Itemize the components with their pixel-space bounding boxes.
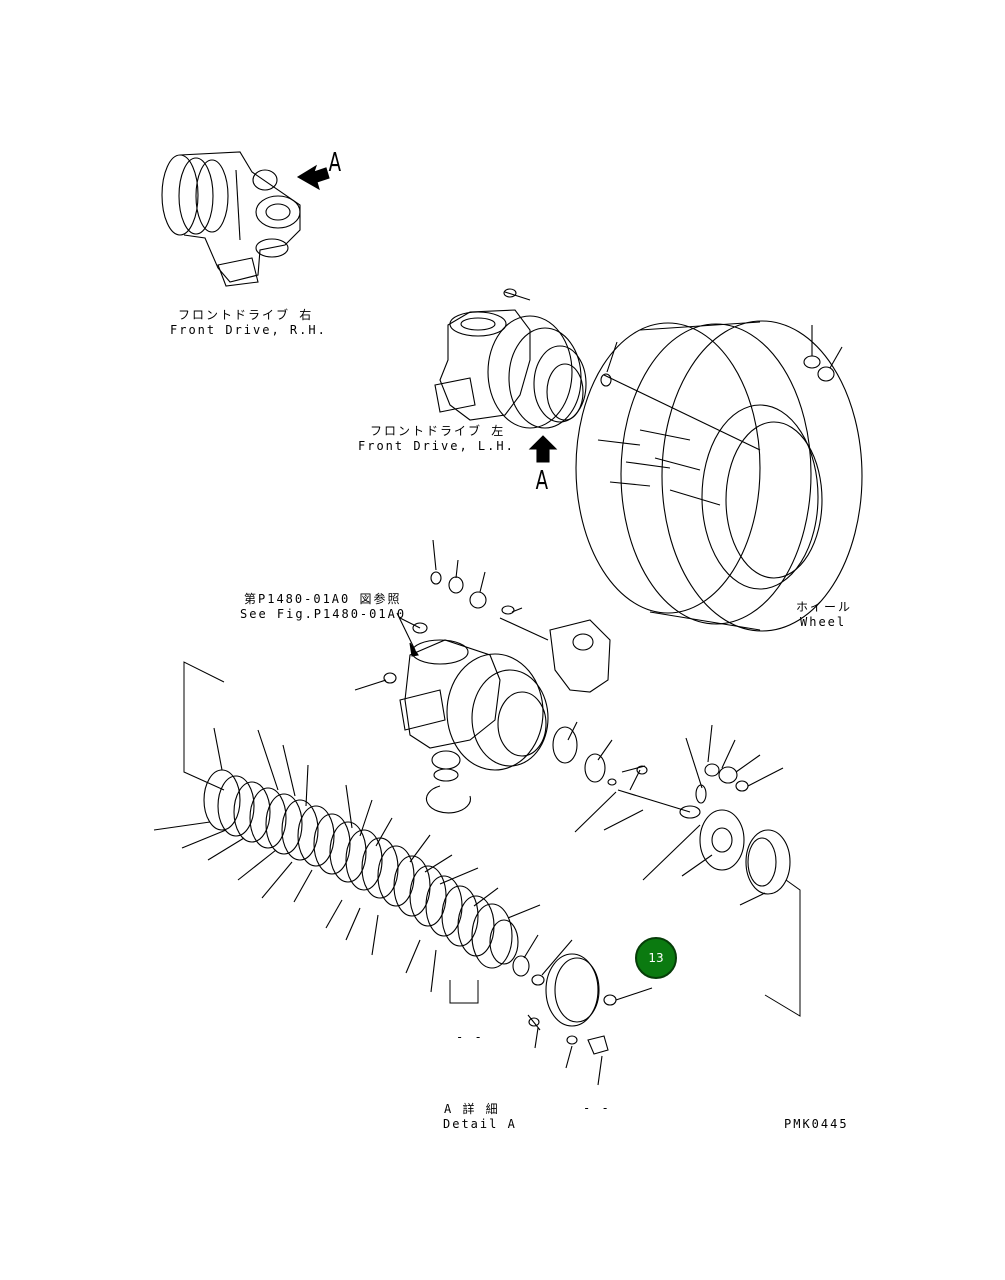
- wheel-tire-drawing: [575, 320, 863, 632]
- detail-a-label-en: Detail A: [443, 1117, 517, 1131]
- front-drive-lh-drawing: [434, 288, 587, 429]
- arrow-up-icon: [528, 435, 558, 463]
- front-drive-lh-label-jp: フロントドライブ 左: [370, 424, 506, 438]
- axle-assembly-drawing: [354, 539, 611, 814]
- view-a-label-mid: A: [535, 466, 549, 496]
- front-drive-rh-label-jp: フロントドライブ 右: [178, 308, 314, 322]
- wheel-label-jp: ホイール: [796, 600, 853, 614]
- front-drive-rh-label-en: Front Drive, R.H.: [170, 323, 327, 337]
- see-fig-label-jp: 第P1480-01A0 図参照: [244, 592, 402, 606]
- view-a-label-top: A: [328, 148, 342, 178]
- detail-a-label-jp: A 詳 細: [444, 1102, 500, 1116]
- arrow-left-icon: [296, 164, 330, 191]
- callout-number: 13: [648, 951, 664, 965]
- dash-marker: - -: [583, 1101, 611, 1115]
- lug-nuts-drawing: [600, 325, 843, 387]
- front-drive-rh-drawing: [161, 151, 301, 287]
- page-code: PMK0445: [784, 1117, 849, 1131]
- disc-stack-drawing: [153, 727, 541, 993]
- wheel-label-en: Wheel: [800, 615, 847, 629]
- bracket-lines: [183, 661, 801, 1017]
- cover-bolts-drawing: [527, 939, 653, 1086]
- dash-marker: - -: [456, 1030, 484, 1044]
- planetary-parts-drawing: [552, 721, 791, 906]
- see-fig-label-en: See Fig.P1480-01A0: [240, 607, 407, 621]
- callout-badge-13[interactable]: 13: [635, 937, 677, 979]
- front-drive-lh-label-en: Front Drive, L.H.: [358, 439, 515, 453]
